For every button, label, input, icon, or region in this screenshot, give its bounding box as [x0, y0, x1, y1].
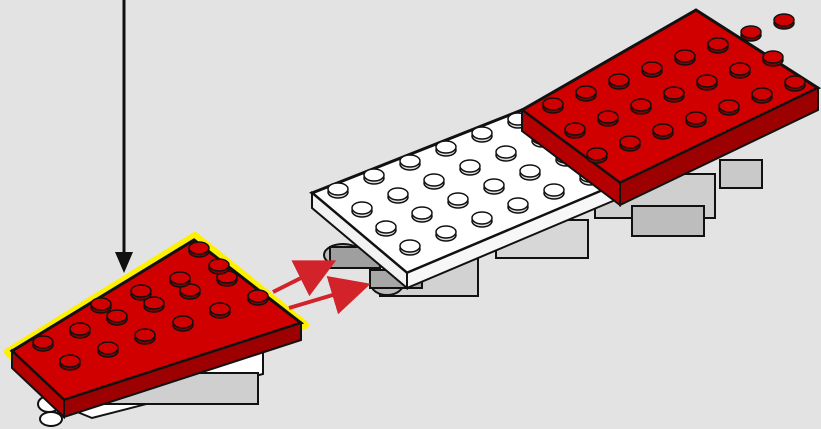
- wedge-stud: [189, 242, 209, 257]
- white-stud: [412, 207, 432, 222]
- red-stud: [752, 88, 772, 103]
- white-stud: [424, 174, 444, 189]
- red-stud: [598, 111, 618, 126]
- white-stud: [436, 141, 456, 156]
- white-stud: [544, 184, 564, 199]
- red-stud: [697, 75, 717, 90]
- white-stud: [364, 169, 384, 184]
- wedge-stud: [131, 285, 151, 300]
- white-stud: [448, 193, 468, 208]
- wedge-stud: [107, 310, 127, 325]
- wedge-stud: [70, 323, 90, 338]
- red-stud: [620, 136, 640, 151]
- red-stud: [763, 51, 783, 66]
- wedge-stud: [170, 272, 190, 287]
- red-stud: [587, 148, 607, 163]
- red-stud: [664, 87, 684, 102]
- wedge-stud: [135, 329, 155, 344]
- white-stud: [388, 188, 408, 203]
- red-stud: [675, 50, 695, 65]
- white-stud: [508, 198, 528, 213]
- red-stud: [741, 26, 761, 41]
- red-stud: [609, 74, 629, 89]
- red-stud: [708, 38, 728, 53]
- wedge-stud: [60, 355, 80, 370]
- white-stud: [496, 146, 516, 161]
- white-stud: [400, 155, 420, 170]
- wedge-stud: [98, 342, 118, 357]
- red-stud: [543, 98, 563, 113]
- red-stud: [631, 99, 651, 114]
- white-stud: [472, 212, 492, 227]
- red-stud: [774, 14, 794, 29]
- white-stud: [376, 221, 396, 236]
- red-stud: [730, 63, 750, 78]
- white-stud: [328, 183, 348, 198]
- red-stud: [719, 100, 739, 115]
- wedge-stud: [173, 316, 193, 331]
- red-stud: [565, 123, 585, 138]
- white-stud: [484, 179, 504, 194]
- red-stud: [686, 112, 706, 127]
- white-stud: [352, 202, 372, 217]
- red-stud: [576, 86, 596, 101]
- red-stud: [785, 76, 805, 91]
- wedge-stud: [209, 259, 229, 274]
- wedge-stud: [248, 290, 268, 305]
- white-stud: [472, 127, 492, 142]
- wedge-stud: [91, 298, 111, 313]
- wedge-stud: [210, 303, 230, 318]
- white-stud: [436, 226, 456, 241]
- red-stud: [642, 62, 662, 77]
- white-stud: [520, 165, 540, 180]
- red-stud: [653, 124, 673, 139]
- white-stud: [400, 240, 420, 255]
- wedge-stud: [33, 336, 53, 351]
- white-stud: [460, 160, 480, 175]
